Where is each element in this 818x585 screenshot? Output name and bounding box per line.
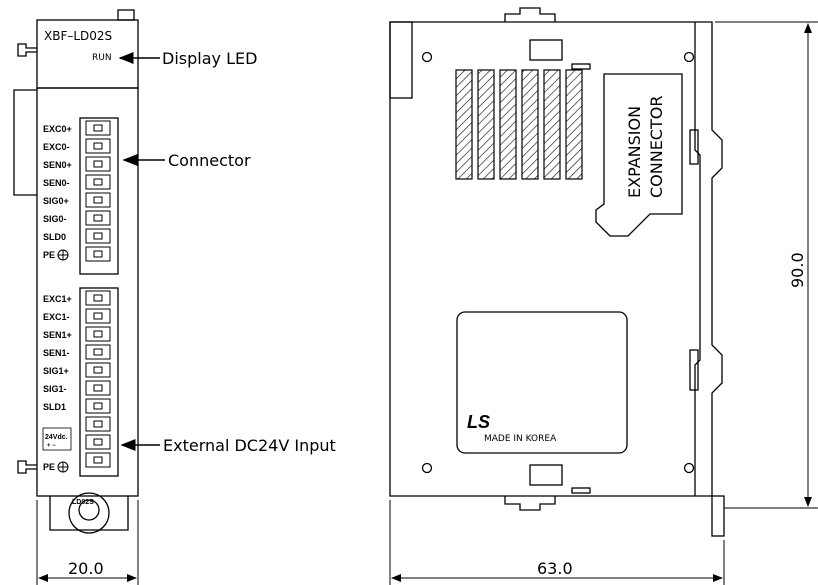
side-width-dimension xyxy=(389,500,725,585)
brand-logo: LS xyxy=(467,412,490,432)
svg-text:CONNECTOR: CONNECTOR xyxy=(647,96,666,198)
model-label: XBF–LD02S xyxy=(44,29,112,43)
rail-bracket xyxy=(13,89,37,196)
callout-arrows xyxy=(118,52,165,451)
external-input-callout: External DC24V Input xyxy=(163,436,336,455)
mounting-hole xyxy=(421,462,433,474)
terminal-label: SIG0+ xyxy=(43,196,69,206)
ground-icon xyxy=(57,249,69,261)
front-view xyxy=(13,9,139,534)
mounting-hole xyxy=(421,51,433,63)
side-bottom-clip xyxy=(504,496,556,511)
expansion-connector-outline xyxy=(595,73,683,237)
connector-block-2 xyxy=(79,287,119,477)
bottom-foot xyxy=(49,496,129,531)
side-left-rail xyxy=(389,21,413,99)
terminal-label: SIG1- xyxy=(43,384,67,394)
vent-slot xyxy=(565,69,583,180)
terminal-label: SLD0 xyxy=(43,232,66,242)
terminal-labels-bottom: EXC1+ EXC1- SEN1+ SEN1- SIG1+ SIG1- SLD1 xyxy=(43,294,72,412)
connector-callout: Connector xyxy=(168,151,251,170)
side-top-slot xyxy=(529,39,563,61)
bottom-latch xyxy=(68,492,110,534)
side-view xyxy=(389,7,725,537)
ground-icon xyxy=(57,461,69,473)
svg-text:EXPANSION: EXPANSION xyxy=(625,106,644,198)
terminal-labels-top: EXC0+ EXC0- SEN0+ SEN0- SIG0+ SIG0- SLD0… xyxy=(43,124,72,260)
terminal-label: SEN1- xyxy=(43,348,70,358)
vent-slots xyxy=(455,69,583,180)
connector-pins-1 xyxy=(85,120,111,262)
height-dimension xyxy=(715,21,818,509)
vent-slot xyxy=(455,69,473,180)
vent-slot xyxy=(521,69,539,180)
terminal-label: SEN1+ xyxy=(43,330,72,340)
vent-slot xyxy=(477,69,495,180)
mounting-hole xyxy=(683,462,695,474)
top-left-clip xyxy=(17,43,37,57)
side-width-value: 63.0 xyxy=(537,559,573,578)
terminal-label: EXC0+ xyxy=(43,124,72,134)
height-value-wrap: 90.0 xyxy=(788,252,807,288)
front-width-value: 20.0 xyxy=(68,559,104,578)
vent-slot xyxy=(543,69,561,180)
top-tab xyxy=(117,9,135,21)
label-plate xyxy=(456,311,628,454)
side-right-rail xyxy=(694,22,701,496)
side-bottom-slot xyxy=(529,464,563,486)
height-value: 90.0 xyxy=(788,252,807,288)
display-led-callout: Display LED xyxy=(162,49,257,68)
dc24v-polarity: + − xyxy=(47,443,56,449)
expansion-connector-label: EXPANSION CONNECTOR xyxy=(625,96,666,198)
terminal-label: EXC1- xyxy=(43,312,70,322)
dc24v-label-box xyxy=(42,427,72,451)
bottom-model-label: LD02S xyxy=(72,499,94,506)
bottom-left-clip xyxy=(17,460,37,474)
connector-pins-2 xyxy=(85,290,111,468)
terminal-label: SEN0+ xyxy=(43,160,72,170)
mounting-hole xyxy=(683,51,695,63)
terminal-label: SIG0- xyxy=(43,214,67,224)
terminal-label: SIG1+ xyxy=(43,366,69,376)
side-rail-foot xyxy=(711,495,725,537)
terminal-label: PE xyxy=(43,250,55,260)
connector-block-1 xyxy=(79,117,119,275)
terminal-label: SLD1 xyxy=(43,402,66,412)
dc24v-label: 24Vdc. xyxy=(45,434,68,441)
made-in-label: MADE IN KOREA xyxy=(484,434,557,444)
vent-slot xyxy=(499,69,517,180)
terminal-label: SEN0- xyxy=(43,178,70,188)
front-width-dimension xyxy=(36,500,139,585)
run-led-label: RUN xyxy=(92,53,112,63)
terminal-label: EXC0- xyxy=(43,142,70,152)
terminal-label: PE xyxy=(43,462,55,472)
module-body xyxy=(36,87,139,497)
terminal-label: EXC1+ xyxy=(43,294,72,304)
side-top-clip xyxy=(504,7,556,22)
